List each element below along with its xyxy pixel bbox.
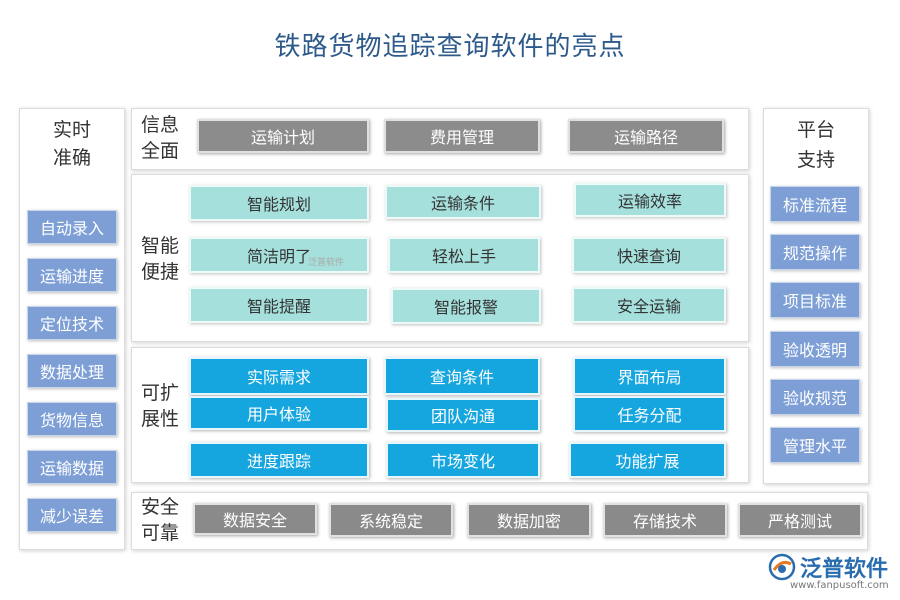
right-panel-heading-1: 平台 [796, 119, 835, 141]
scalable-item-user-experience: 用户体验 [189, 396, 369, 430]
left-item-cargo-info: 货物信息 [27, 402, 117, 436]
scalable-item-actual-needs: 实际需求 [189, 357, 369, 395]
scalable-item-task-allocation: 任务分配 [573, 396, 726, 432]
right-item-acceptance-spec: 验收规范 [770, 379, 860, 415]
info-item-transport-plan: 运输计划 [197, 119, 369, 153]
left-panel: 实时 准确 自动录入 运输进度 定位技术 数据处理 货物信息 运输数据 减少误差 [19, 108, 125, 550]
safe-item-strict-testing: 严格测试 [738, 503, 862, 537]
logo-name: 泛普软件 [800, 557, 889, 582]
smart-item-planning: 智能规划 [189, 185, 369, 221]
info-row-label-1: 信息 [141, 114, 180, 136]
scalable-item-feature-extension: 功能扩展 [569, 442, 726, 478]
fanpu-logo-icon [768, 553, 796, 581]
brand-logo: 泛普软件 [768, 551, 888, 583]
smart-row-panel: 智能 便捷 智能规划 运输条件 运输效率 简洁明了 轻松上手 快速查询 智能提醒… [131, 174, 749, 342]
safe-row-label-2: 可靠 [141, 522, 180, 544]
smart-item-efficiency: 运输效率 [574, 183, 726, 217]
left-item-transport-data: 运输数据 [27, 450, 117, 484]
left-panel-heading-1: 实时 [52, 119, 91, 141]
logo-url: www.fanpusoft.com [790, 580, 889, 591]
smart-item-alarm: 智能报警 [391, 288, 541, 324]
info-item-cost-management: 费用管理 [384, 119, 540, 153]
left-item-auto-entry: 自动录入 [27, 210, 117, 244]
right-item-acceptance-transparent: 验收透明 [770, 331, 860, 367]
smart-item-concise: 简洁明了 [189, 237, 369, 273]
info-item-transport-route: 运输路径 [568, 119, 724, 153]
right-item-management-level: 管理水平 [770, 427, 860, 463]
right-item-standard-operation: 规范操作 [770, 234, 860, 270]
scalable-item-ui-layout: 界面布局 [573, 357, 726, 395]
watermark: 泛普软件 [308, 258, 345, 268]
left-item-reduce-errors: 减少误差 [27, 498, 117, 532]
safe-item-data-security: 数据安全 [193, 503, 317, 535]
info-row-panel: 信息 全面 运输计划 费用管理 运输路径 [131, 108, 749, 170]
right-panel-heading-2: 支持 [796, 149, 835, 171]
smart-row-label-1: 智能 [141, 235, 180, 257]
scalable-row-label-2: 展性 [141, 408, 180, 430]
safe-row-label-1: 安全 [141, 496, 180, 518]
scalable-item-progress-tracking: 进度跟踪 [189, 442, 369, 478]
right-item-standard-process: 标准流程 [770, 186, 860, 222]
smart-item-easy-start: 轻松上手 [388, 237, 540, 273]
scalable-item-team-communication: 团队沟通 [386, 398, 540, 432]
smart-item-conditions: 运输条件 [385, 185, 541, 219]
scalable-item-query-conditions: 查询条件 [384, 357, 540, 395]
smart-row-label-2: 便捷 [141, 261, 180, 283]
safe-item-data-encryption: 数据加密 [467, 503, 591, 537]
left-item-transport-progress: 运输进度 [27, 258, 117, 292]
left-item-positioning: 定位技术 [27, 306, 117, 340]
left-item-data-processing: 数据处理 [27, 354, 117, 388]
scalable-row-label-1: 可扩 [141, 382, 180, 404]
smart-item-reminder: 智能提醒 [189, 287, 369, 323]
safe-item-system-stability: 系统稳定 [329, 503, 453, 537]
scalable-row-panel: 可扩 展性 实际需求 查询条件 界面布局 用户体验 团队沟通 任务分配 进度跟踪… [131, 347, 749, 483]
smart-item-safe-transport: 安全运输 [572, 287, 726, 323]
right-panel: 平台 支持 标准流程 规范操作 项目标准 验收透明 验收规范 管理水平 [763, 108, 869, 484]
safe-item-storage-technology: 存储技术 [603, 503, 727, 537]
safe-row-panel: 安全 可靠 数据安全 系统稳定 数据加密 存储技术 严格测试 [131, 492, 868, 550]
page-title: 铁路货物追踪查询软件的亮点 [274, 32, 626, 62]
smart-item-fast-query: 快速查询 [572, 237, 726, 273]
right-item-project-standard: 项目标准 [770, 282, 860, 318]
info-row-label-2: 全面 [141, 140, 180, 162]
scalable-item-market-change: 市场变化 [386, 442, 540, 478]
left-panel-heading-2: 准确 [52, 147, 91, 169]
